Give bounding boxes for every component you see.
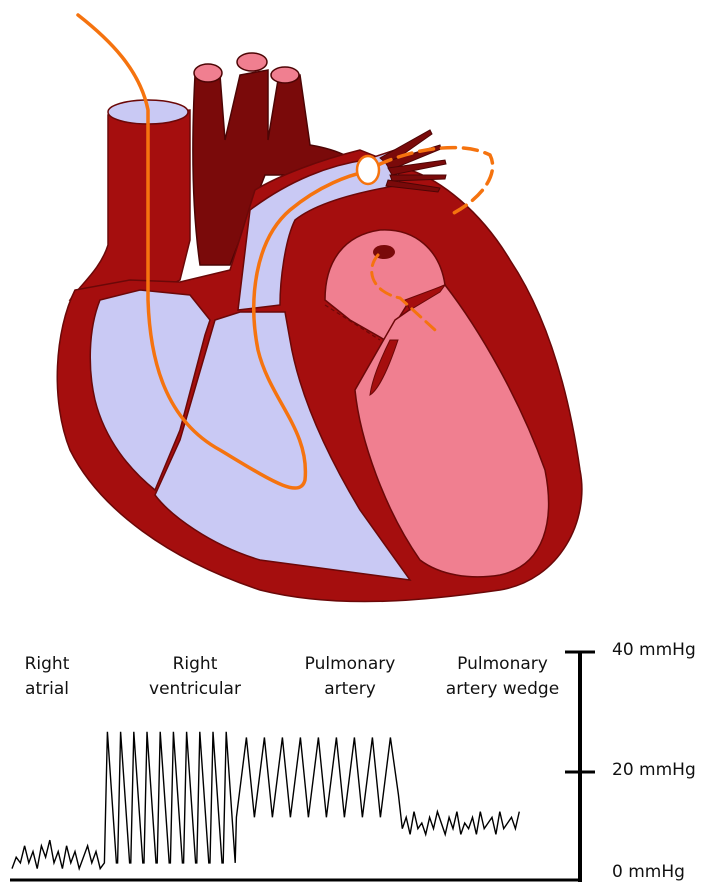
- scale-label-20: 20 mmHg: [612, 760, 696, 780]
- label-pulmonary-artery-wedge: Pulmonary artery wedge: [430, 652, 575, 702]
- scale-label-40: 40 mmHg: [612, 640, 696, 660]
- label-right-ventricular: Right ventricular: [140, 652, 250, 702]
- scale-label-0: 0 mmHg: [612, 862, 685, 882]
- label-right-atrial: Right atrial: [8, 652, 86, 702]
- pressure-trace-line: [12, 732, 519, 869]
- label-pulmonary-artery: Pulmonary artery: [295, 652, 405, 702]
